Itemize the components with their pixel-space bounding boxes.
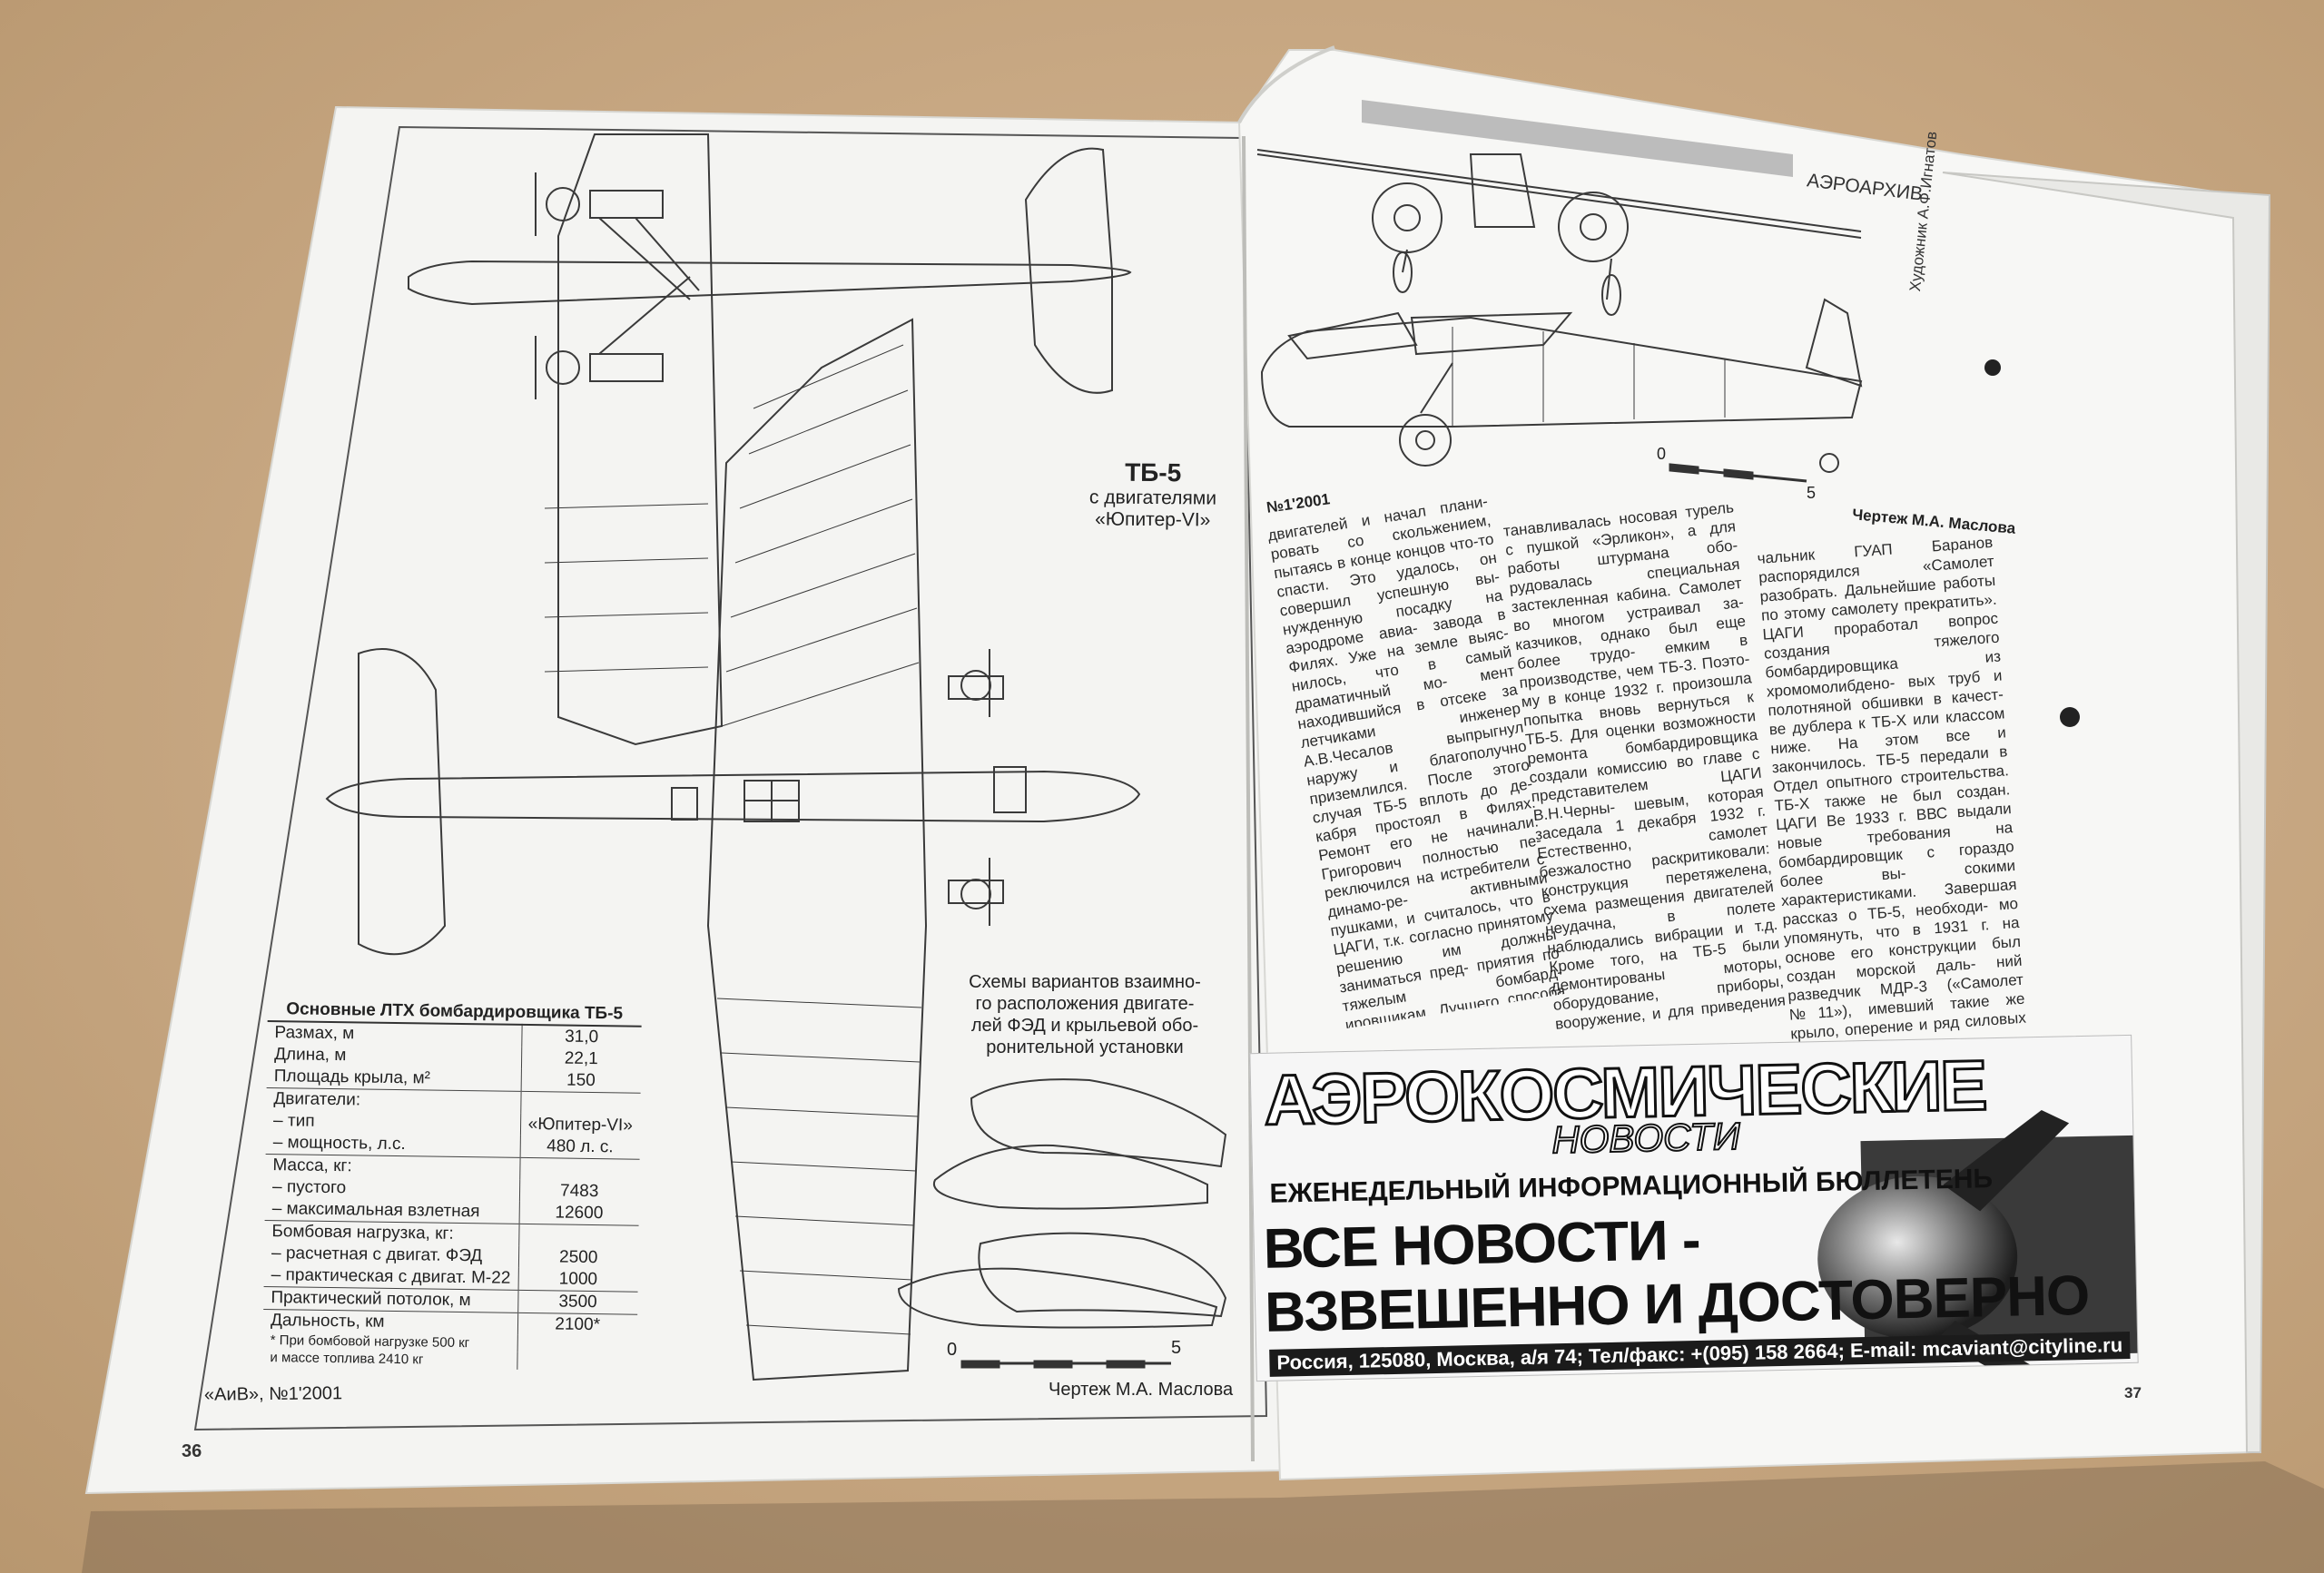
left-page-number: 36 bbox=[182, 1441, 202, 1461]
spec-value: 480 л. с. bbox=[547, 1136, 614, 1157]
left-scale-start: 0 bbox=[947, 1340, 958, 1360]
aircraft-caption: ТБ-5 с двигателями «Юпитер-VI» bbox=[1044, 457, 1263, 532]
advert-subtitle: НОВОСТИ bbox=[1551, 1114, 1741, 1162]
footer-credit: Чертеж М.А. Маслова bbox=[1049, 1380, 1234, 1400]
left-scale-end: 5 bbox=[1171, 1338, 1182, 1358]
spec-value: 2500 bbox=[558, 1247, 598, 1268]
spec-value: «Юпитер-VI» bbox=[527, 1115, 633, 1136]
spec-value bbox=[518, 1224, 639, 1248]
variants-caption-line-1: Схемы вариантов взаимно- bbox=[969, 972, 1201, 992]
tb5-side-view bbox=[1260, 298, 1863, 473]
variants-caption-line-3: лей ФЭД и крыльевой обо- bbox=[970, 1016, 1199, 1036]
spec-value bbox=[520, 1091, 641, 1116]
aircraft-title: ТБ-5 bbox=[1125, 457, 1182, 487]
left-scale-bar bbox=[960, 1360, 1171, 1369]
right-scale-start: 0 bbox=[1657, 445, 1667, 463]
variants-caption-line-2: го расположения двигате- bbox=[975, 994, 1195, 1014]
footer-issue: «АиВ», №1'2001 bbox=[203, 1383, 343, 1405]
propeller-spinner-image bbox=[1817, 1109, 2139, 1382]
spec-value: 12600 bbox=[555, 1203, 604, 1224]
spec-value: 22,1 bbox=[564, 1048, 598, 1069]
left-page-frame bbox=[193, 125, 1268, 1431]
page-shadow bbox=[82, 1461, 2324, 1573]
spec-value: 3500 bbox=[517, 1290, 638, 1315]
article-column-3-text: чальник ГУАП Баранов распорядился «Самол… bbox=[1757, 533, 2027, 1043]
spec-value: 31,0 bbox=[565, 1027, 599, 1047]
spec-value bbox=[519, 1157, 640, 1182]
tb5-front-view bbox=[1256, 149, 1862, 316]
spec-value: 1000 bbox=[558, 1269, 598, 1290]
spec-value: 7483 bbox=[559, 1181, 599, 1202]
advertisement: АЭРОКОСМИЧЕСКИЕ НОВОСТИ ЕЖЕНЕДЕЛЬНЫЙ ИНФ… bbox=[1249, 1034, 2139, 1382]
right-scale-bar bbox=[1669, 463, 1807, 483]
spec-table: Основные ЛТХ бомбардировщика ТБ-5 Размах… bbox=[262, 998, 642, 1371]
spec-label: Практический потолок, м bbox=[263, 1286, 518, 1313]
right-scale-end: 5 bbox=[1807, 484, 1817, 502]
advert-slogan-1: ВСЕ НОВОСТИ - bbox=[1263, 1208, 1701, 1281]
spec-footnote-2: и массе топлива 2410 кг bbox=[262, 1348, 517, 1370]
variants-caption-line-4: ронительной установки bbox=[986, 1037, 1184, 1057]
variant-schemes bbox=[897, 1078, 1227, 1329]
aircraft-subtitle-2: «Юпитер-VI» bbox=[1095, 508, 1211, 531]
spec-value: 150 bbox=[566, 1070, 596, 1091]
right-page-number: 37 bbox=[2124, 1384, 2142, 1401]
spec-value: 2100* bbox=[517, 1312, 637, 1337]
article-column-3: чальник ГУАП Баранов распорядился «Самол… bbox=[1757, 533, 2026, 1043]
spec-label: Размах, м bbox=[267, 1020, 522, 1047]
aircraft-subtitle-1: с двигателями bbox=[1088, 487, 1217, 509]
variants-caption: Схемы вариантов взаимно- го расположения… bbox=[935, 971, 1235, 1058]
tb5-plan-view bbox=[325, 133, 1141, 1381]
